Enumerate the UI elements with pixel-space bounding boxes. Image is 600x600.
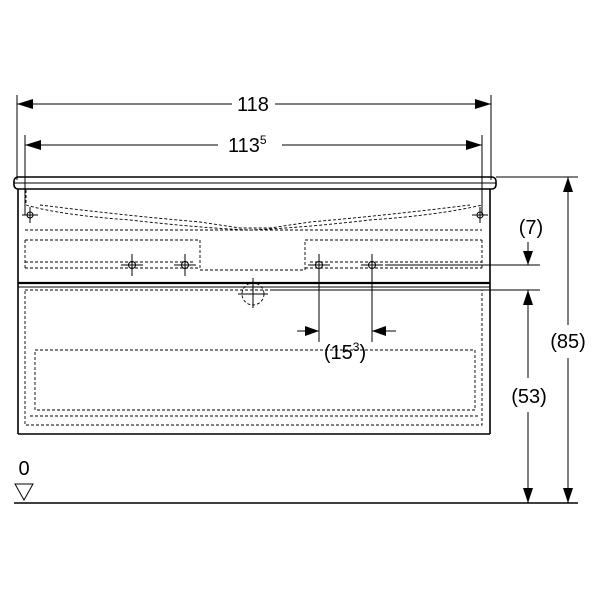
mount-crosshair-top-left [22,207,38,223]
inner-width-label: 1135 [228,133,267,157]
mount-crosshair-1 [121,254,143,276]
spacing-dimension: (153) [297,270,396,364]
level-triangle-icon [14,483,34,502]
basin-hidden-outline [25,190,483,231]
total-height-label: (85) [550,331,586,353]
base-height-dimension: (53) [270,289,547,503]
top-offset-label: (7) [519,217,543,239]
mount-crosshair-2 [174,254,196,276]
lower-drawer-interior [24,289,483,426]
base-height-label: (53) [511,386,547,408]
top-offset-dimension: (7) [385,217,543,266]
floor-level-label: 0 [18,458,29,480]
floor-reference: 0 [14,458,578,504]
washbasin-top [13,176,500,190]
total-height-dimension: (85) [500,176,586,503]
spacing-label: (153) [324,340,366,364]
mount-crosshair-top-right [472,207,488,223]
drain-outlet [238,278,268,308]
inner-width-dimension: 1135 [24,133,483,215]
cabinet-body [17,189,491,435]
overall-width-label: 118 [237,94,269,116]
upper-drawer-interior [24,229,483,271]
overall-width-dimension: 118 [16,94,492,180]
mounting-points [22,207,488,308]
